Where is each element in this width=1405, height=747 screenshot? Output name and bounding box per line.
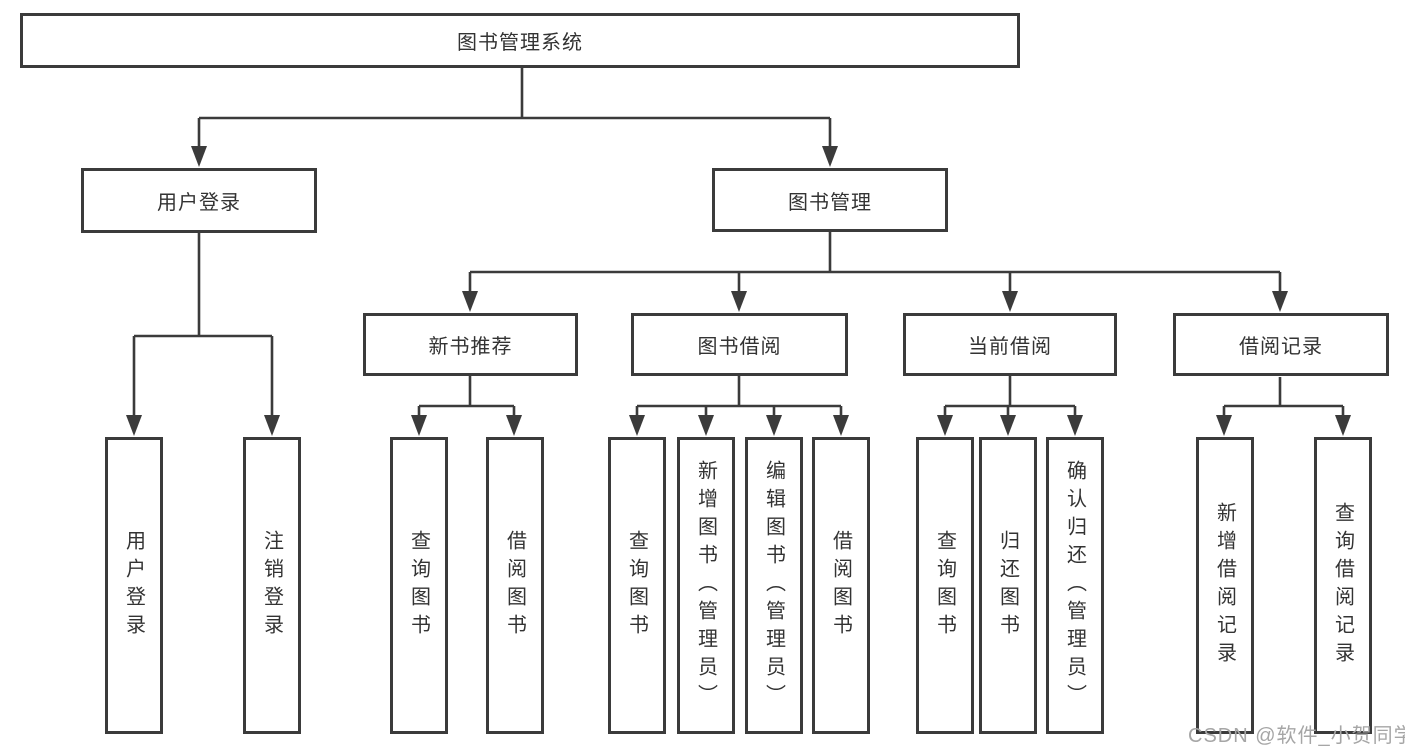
leaf-label: 查询图书 — [407, 529, 430, 642]
connector-paths — [132, 68, 1345, 416]
csdn-watermark: CSDN @软件_小贺同学 — [1188, 725, 1405, 747]
arrowhead-icon — [1335, 415, 1351, 436]
arrowhead-icon — [191, 146, 207, 167]
leaf-label: 查询图书 — [933, 529, 956, 642]
arrowhead-icon — [1002, 291, 1018, 312]
connector-book-borrow — [635, 376, 843, 416]
arrowhead-icon — [1000, 415, 1016, 436]
arrowhead-icon — [506, 415, 522, 436]
arrowhead-icon — [126, 415, 142, 436]
node-book-mgmt: 图书管理 — [712, 168, 948, 232]
node-current-borrow: 当前借阅 — [903, 313, 1117, 376]
arrowhead-icon — [1067, 415, 1083, 436]
leaf-query-books-2: 查询图书 — [608, 437, 666, 734]
leaf-label: 归还图书 — [996, 529, 1019, 642]
leaf-add-books-admin: 新增图书（管理员） — [677, 437, 735, 734]
connector-borrow-records — [1222, 377, 1345, 416]
arrowhead-icon — [264, 415, 280, 436]
arrowhead-icon — [1272, 291, 1288, 312]
leaf-label: 编辑图书（管理员） — [762, 459, 785, 712]
leaf-borrow-books-2: 借阅图书 — [812, 437, 870, 734]
leaf-label: 确认归还（管理员） — [1063, 459, 1086, 712]
node-new-book-rec: 新书推荐 — [363, 313, 578, 376]
leaf-label: 用户登录 — [122, 529, 145, 642]
node-user-login: 用户登录 — [81, 168, 317, 233]
leaf-query-books-1: 查询图书 — [390, 437, 448, 734]
arrowhead-icon — [411, 415, 427, 436]
leaf-label: 借阅图书 — [829, 529, 852, 642]
leaf-label: 新增图书（管理员） — [694, 459, 717, 712]
leaf-borrow-books-1: 借阅图书 — [486, 437, 544, 734]
connector-new-book-rec — [417, 376, 516, 416]
leaf-label: 借阅图书 — [503, 529, 526, 642]
leaf-label: 查询借阅记录 — [1331, 501, 1354, 670]
leaf-query-borrow-record: 查询借阅记录 — [1314, 437, 1372, 734]
connector-user-login — [132, 233, 274, 416]
leaf-label: 新增借阅记录 — [1213, 501, 1236, 670]
connector-current-borrow — [943, 376, 1077, 416]
arrowhead-icon — [462, 291, 478, 312]
leaf-return-books: 归还图书 — [979, 437, 1037, 734]
arrowhead-icon — [731, 291, 747, 312]
leaf-add-borrow-record: 新增借阅记录 — [1196, 437, 1254, 734]
leaf-label: 查询图书 — [625, 529, 648, 642]
connector-book-mgmt — [468, 232, 1282, 292]
leaf-logout: 注销登录 — [243, 437, 301, 734]
arrowhead-icon — [937, 415, 953, 436]
leaf-edit-books-admin: 编辑图书（管理员） — [745, 437, 803, 734]
arrowhead-icon — [833, 415, 849, 436]
arrowhead-icon — [629, 415, 645, 436]
arrowhead-icon — [822, 146, 838, 167]
connector-root — [197, 68, 832, 147]
leaf-confirm-return-admin: 确认归还（管理员） — [1046, 437, 1104, 734]
leaf-query-books-3: 查询图书 — [916, 437, 974, 734]
arrowhead-icon — [766, 415, 782, 436]
leaf-user-login: 用户登录 — [105, 437, 163, 734]
leaf-label: 注销登录 — [260, 529, 283, 642]
node-borrow-records: 借阅记录 — [1173, 313, 1389, 376]
arrowhead-icons — [126, 146, 1351, 436]
arrowhead-icon — [698, 415, 714, 436]
node-root: 图书管理系统 — [20, 13, 1020, 68]
node-book-borrow: 图书借阅 — [631, 313, 848, 376]
arrowhead-icon — [1216, 415, 1232, 436]
